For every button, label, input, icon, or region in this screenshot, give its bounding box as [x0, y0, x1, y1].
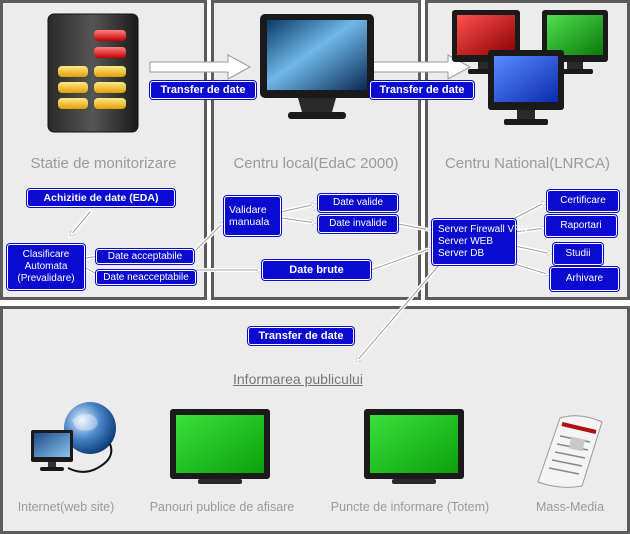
invalid-data-label: Date invalide	[318, 215, 398, 233]
channel-mass-media: Mass-Media	[535, 500, 605, 514]
channel-internet: Internet(web site)	[17, 500, 115, 514]
local-center-title: Centru local(EdaC 2000)	[233, 155, 399, 172]
channel-totem: Puncte de informare (Totem)	[330, 500, 490, 514]
channel-public-panels: Panouri publice de afisare	[149, 500, 295, 514]
output-raportari: Raportari	[545, 215, 617, 237]
acceptable-data-label: Date acceptabile	[96, 249, 194, 264]
transfer-label-2: Transfer de date	[370, 81, 474, 99]
servers-label: Server Firewall VPN Server WEB Server DB	[432, 219, 528, 265]
totem-screen-icon	[364, 409, 464, 484]
newspaper-icon	[537, 415, 603, 488]
unacceptable-data-label: Date neacceptabile	[96, 270, 196, 285]
public-panel-screen-icon	[170, 409, 270, 484]
public-info-title[interactable]: Informarea publicului	[233, 371, 363, 387]
valid-data-label: Date valide	[318, 194, 398, 212]
monitoring-station-title: Statie de monitorizare	[30, 155, 177, 172]
output-arhivare: Arhivare	[550, 267, 619, 291]
local-center-monitor-icon	[260, 14, 374, 119]
output-studii: Studii	[553, 243, 603, 265]
national-center-monitors-icon	[452, 10, 608, 125]
acquisition-label: Achizitie de date (EDA)	[27, 189, 175, 207]
internet-globe-icon	[31, 402, 116, 473]
transfer-label-1: Transfer de date	[150, 81, 256, 99]
national-center-title: Centru National(LNRCA)	[444, 155, 611, 172]
monitoring-station-icon	[47, 13, 139, 133]
output-certificare: Certificare	[547, 190, 619, 212]
raw-data-label: Date brute	[262, 260, 371, 280]
transfer-arrow-1	[149, 54, 252, 80]
transfer-arrow-2	[371, 54, 472, 80]
classification-label: Clasificare Automata (Prevalidare)	[7, 244, 85, 290]
manual-validation-label: Validare manuala	[224, 196, 281, 236]
transfer-label-3: Transfer de date	[248, 327, 354, 345]
